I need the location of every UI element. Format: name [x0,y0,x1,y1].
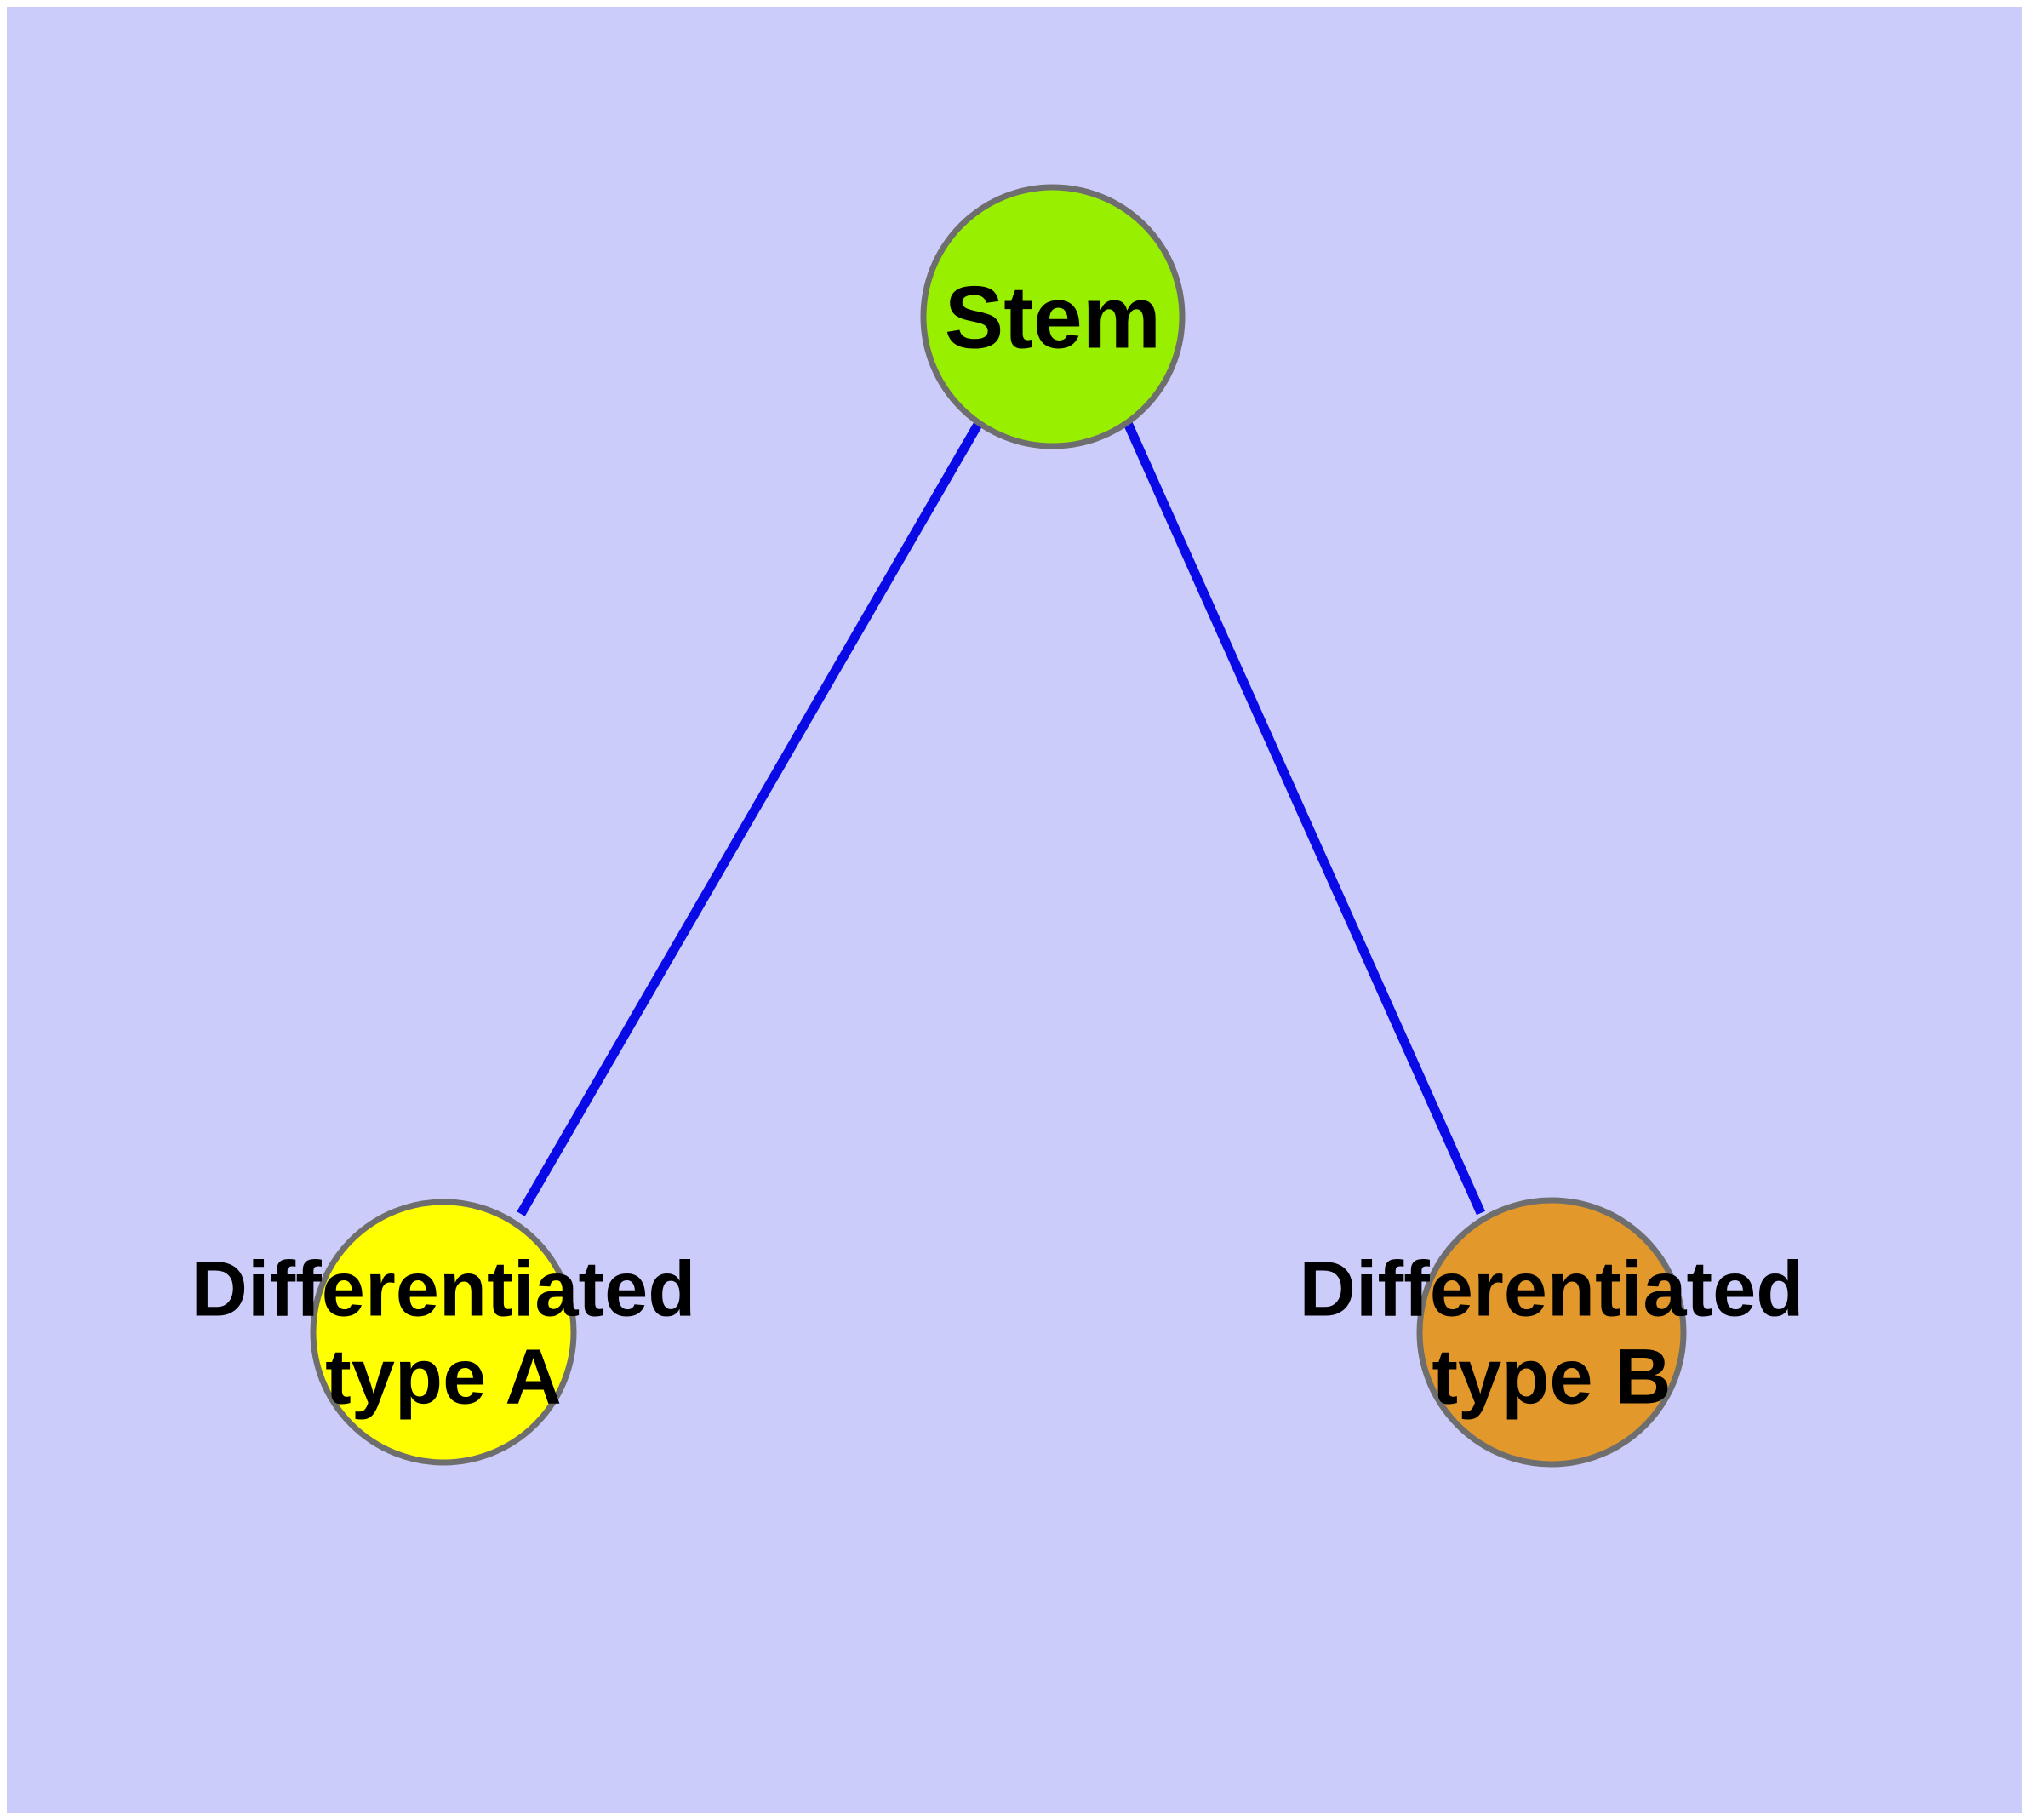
node-stem-label: Stem [945,268,1161,367]
edge-stem-to-differentiated-type-b[interactable] [1123,421,1486,1216]
node-differentiated-type-a-circle[interactable] [310,1199,577,1466]
edge-group [517,421,1486,1216]
edge-stem-to-differentiated-type-a[interactable] [517,421,983,1216]
node-stem[interactable]: Stem [920,184,1186,449]
node-differentiated-type-b-circle[interactable] [1416,1197,1687,1468]
node-stem-circle[interactable] [920,184,1186,449]
